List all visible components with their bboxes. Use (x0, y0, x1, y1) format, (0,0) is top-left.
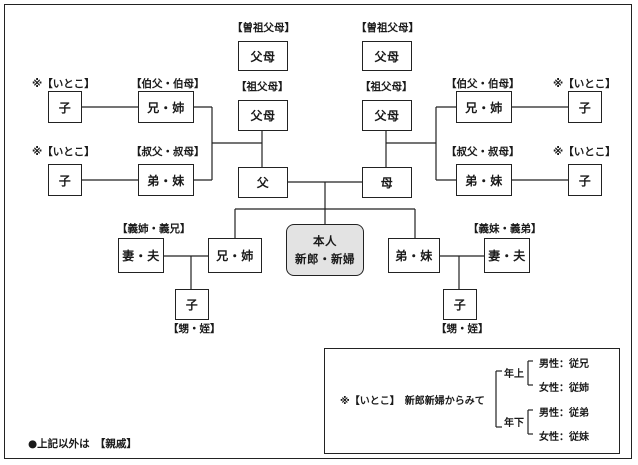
box-younger-sibling: 弟・妹 (388, 238, 440, 273)
box-elder-uncle-aunt-right: 兄・姉 (456, 91, 512, 123)
label-great-grandparent-maternal: 【曽祖父母】 (356, 22, 419, 34)
label-great-grandparent-paternal: 【曽祖父母】 (232, 22, 295, 34)
box-cousin-left-top: 子 (48, 91, 82, 123)
footnote: ●上記以外は 【親戚】 (28, 438, 137, 450)
box-cousin-right-bottom: 子 (568, 164, 602, 196)
label-elder-uncle-aunt-left: 【伯父・伯母】 (131, 78, 205, 90)
box-elder-uncle-aunt-left: 兄・姉 (138, 91, 194, 123)
cousin-legend (324, 348, 620, 454)
box-younger-uncle-aunt-left: 弟・妹 (138, 164, 194, 196)
box-younger-uncle-aunt-right: 弟・妹 (456, 164, 512, 196)
legend-younger: 年下 (504, 418, 524, 429)
box-elder-sibling: 兄・姉 (208, 238, 262, 273)
label-sibling-in-law-younger: 【義妹・義弟】 (468, 223, 542, 235)
box-grandparents-paternal: 父母 (238, 100, 288, 131)
box-father: 父 (238, 167, 288, 198)
box-great-grandparents-paternal: 父母 (238, 41, 288, 71)
box-nephew-niece-right: 子 (443, 289, 477, 320)
self-role: 新郎・新婦 (295, 252, 355, 266)
legend-older-female: 女性：従姉 (539, 383, 589, 394)
box-nephew-niece-left: 子 (175, 289, 209, 320)
box-mother: 母 (362, 167, 412, 198)
box-cousin-left-bottom: 子 (48, 164, 82, 196)
label-elder-uncle-aunt-right: 【伯父・伯母】 (446, 78, 520, 90)
label-younger-uncle-aunt-left: 【叔父・叔母】 (131, 146, 205, 158)
label-cousin-left-top: ※【いとこ】 (32, 78, 95, 90)
box-grandparents-maternal: 父母 (362, 100, 412, 131)
label-cousin-right-bottom: ※【いとこ】 (553, 146, 616, 158)
box-spouse-younger-sibling: 妻・夫 (484, 238, 530, 273)
label-cousin-right-top: ※【いとこ】 (553, 78, 616, 90)
label-younger-uncle-aunt-right: 【叔父・叔母】 (446, 146, 520, 158)
label-nephew-niece-left: 【甥・姪】 (168, 323, 221, 335)
diagram-frame (4, 4, 632, 459)
label-sibling-in-law-elder: 【義姉・義兄】 (117, 223, 191, 235)
self-label: 本人 (313, 234, 337, 248)
legend-younger-female: 女性：従妹 (539, 432, 589, 443)
label-cousin-left-bottom: ※【いとこ】 (32, 146, 95, 158)
legend-younger-male: 男性：従弟 (539, 408, 589, 419)
legend-title: ※【いとこ】 新郎新婦からみて (340, 396, 485, 407)
label-grandparent-maternal: 【祖父母】 (360, 81, 413, 93)
legend-older: 年上 (504, 369, 524, 380)
legend-older-male: 男性：従兄 (539, 359, 589, 370)
box-cousin-right-top: 子 (568, 91, 602, 123)
box-self: 本人 新郎・新婦 (286, 224, 364, 276)
box-great-grandparents-maternal: 父母 (362, 41, 412, 71)
label-nephew-niece-right: 【甥・姪】 (436, 323, 489, 335)
box-spouse-elder-sibling: 妻・夫 (118, 238, 164, 273)
label-grandparent-paternal: 【祖父母】 (236, 81, 289, 93)
